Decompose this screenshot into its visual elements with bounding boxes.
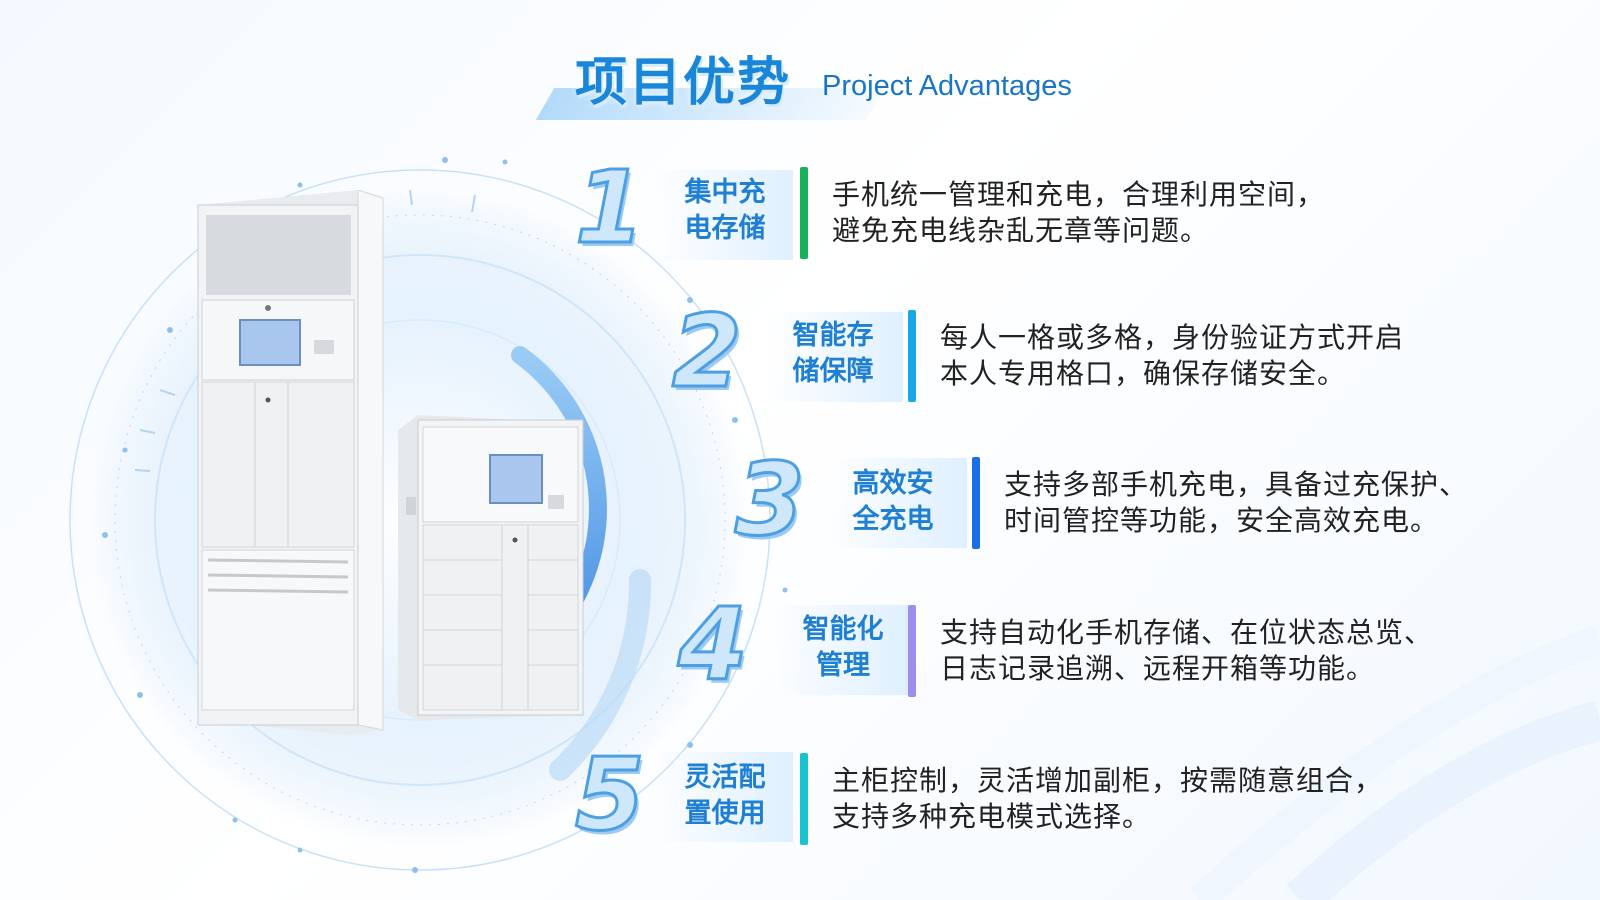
- page-subtitle: Project Advantages: [822, 70, 1072, 102]
- item-label-2: 智能存储保障: [792, 320, 874, 387]
- item-bar-2: [908, 310, 916, 402]
- item-bar-3: [972, 457, 980, 549]
- item-bar-4: [908, 605, 916, 697]
- item-bar-1: [800, 167, 808, 259]
- item-label-bg-4: [775, 605, 910, 695]
- item-label-5: 灵活配置使用: [684, 762, 766, 829]
- page-title: 项目优势: [575, 53, 792, 113]
- item-label-bg-3: [832, 458, 967, 548]
- item-label-1: 集中充电存储: [684, 177, 766, 244]
- item-desc-4: 支持自动化手机存储、在位状态总览、日志记录追溯、远程开箱等功能。: [940, 616, 1434, 685]
- item-number-4: 4: [677, 586, 750, 703]
- item-label-bg-2: [768, 312, 903, 402]
- sub-cabinet-image: [398, 415, 584, 720]
- item-desc-3: 支持多部手机充电，具备过充保护、时间管控等功能，安全高效充电。: [1004, 468, 1469, 537]
- item-bar-5: [800, 753, 808, 845]
- item-number-5: 5: [574, 736, 647, 853]
- item-label-4: 智能化管理: [802, 614, 884, 681]
- item-desc-5: 主柜控制，灵活增加副柜，按需随意组合，支持多种充电模式选择。: [832, 764, 1384, 833]
- item-desc-2: 每人一格或多格，身份验证方式开启本人专用格口，确保存储安全。: [940, 321, 1405, 390]
- item-number-1: 1: [574, 149, 647, 266]
- item-desc-1: 手机统一管理和充电，合理利用空间，避免充电线杂乱无章等问题。: [832, 178, 1326, 247]
- item-label-bg-1: [658, 170, 793, 260]
- main-cabinet-image: [197, 190, 384, 735]
- item-label-3: 高效安全充电: [852, 468, 934, 535]
- item-label-bg-5: [658, 752, 793, 842]
- item-number-3: 3: [734, 441, 807, 558]
- item-number-2: 2: [671, 293, 744, 410]
